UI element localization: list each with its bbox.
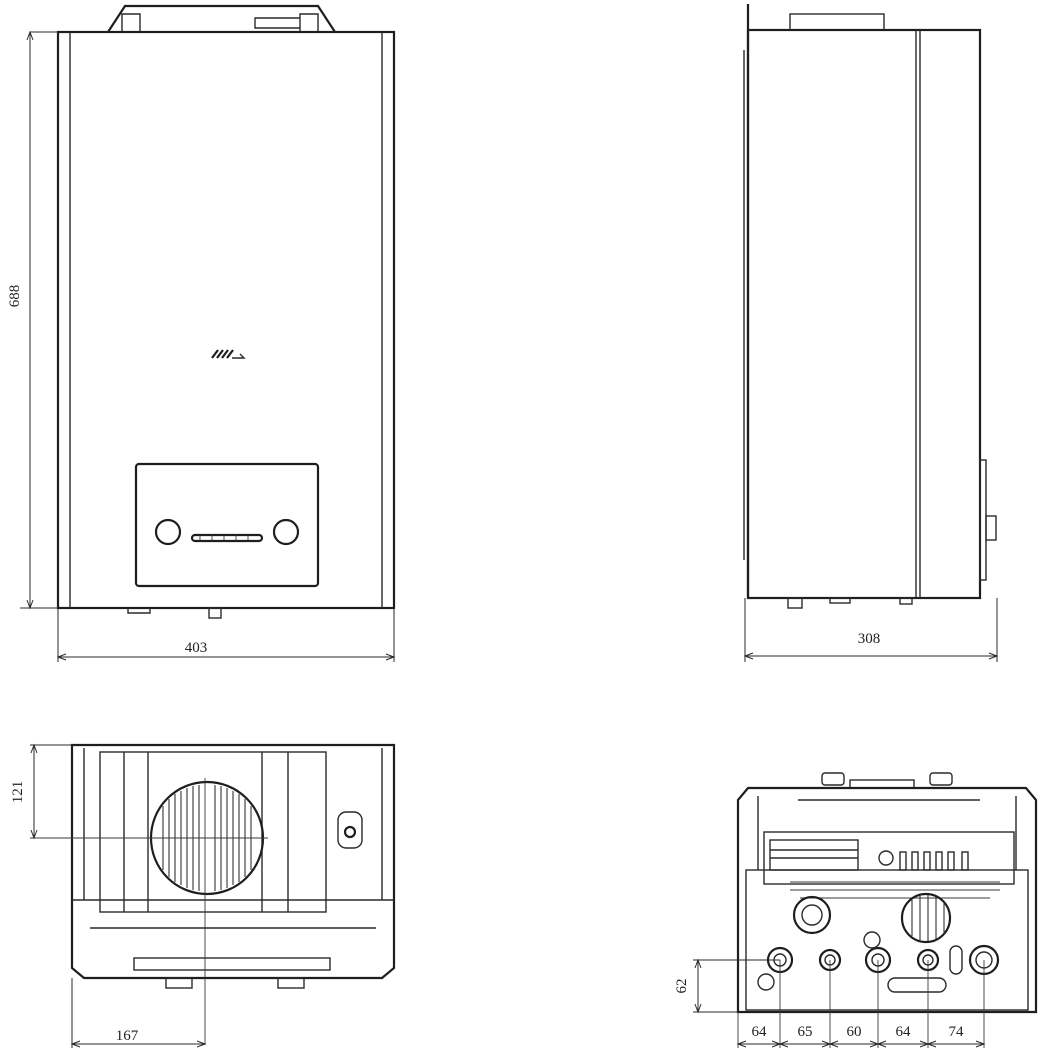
control-panel (134, 462, 320, 588)
offset-y-label: 121 (10, 781, 26, 804)
depth-label: 308 (858, 631, 881, 647)
bottom-height-label: 62 (674, 979, 690, 994)
height-dimension: 688 (7, 30, 58, 610)
front-casing (56, 30, 396, 610)
width-dimension: 403 (56, 608, 396, 662)
top-outline (70, 743, 396, 980)
left-knob (154, 518, 182, 546)
brand-logo-mark (211, 349, 246, 359)
right-knob (272, 518, 300, 546)
front-view: 688 403 (7, 4, 396, 662)
top-view: 121 167 (10, 743, 396, 1048)
side-casing (746, 28, 982, 600)
depth-dimension: 308 (743, 598, 999, 662)
side-view: 308 (743, 4, 999, 662)
spacing-label-3: 60 (847, 1024, 862, 1040)
width-label: 403 (185, 640, 208, 656)
offset-x-dimension: 167 (70, 978, 207, 1048)
offset-y-dimension: 121 (10, 743, 72, 840)
spacing-label-2: 65 (798, 1024, 813, 1040)
bottom-view: 62 64 65 60 64 74 (674, 772, 1038, 1048)
offset-x-label: 167 (116, 1028, 139, 1044)
spacing-label-4: 64 (896, 1024, 912, 1040)
bottom-height-dimension: 62 (674, 958, 780, 1014)
bottom-outline (736, 786, 1038, 1014)
spacing-label-1: 64 (752, 1024, 768, 1040)
height-label: 688 (7, 285, 23, 308)
spacing-label-5: 74 (949, 1024, 965, 1040)
display-strip (190, 533, 264, 543)
mounting-bracket (107, 4, 336, 33)
